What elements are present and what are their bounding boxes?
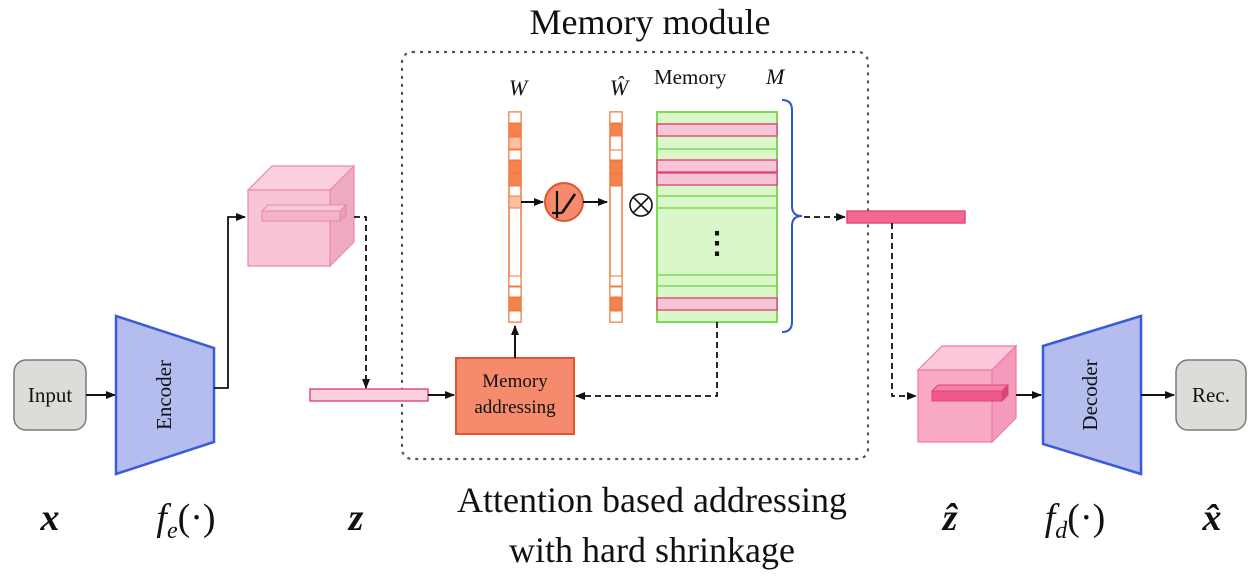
- encoder-block: [114, 314, 216, 476]
- memory-ellipsis: ⋮: [702, 227, 732, 260]
- dashed-arrow-memory-addressing: [575, 322, 718, 400]
- math-x-hat: x̂: [1202, 497, 1222, 539]
- dashed-arrow-zhat-cube: [891, 223, 917, 400]
- latent-cube-z-hat: [916, 344, 1018, 444]
- math-f-d-args: (·): [1067, 497, 1105, 539]
- memory-label-word: Memory: [654, 65, 727, 89]
- math-f-e-args: (·): [178, 497, 216, 539]
- math-z: z: [347, 497, 364, 539]
- latent-cube-z: [246, 164, 356, 268]
- memory-addressing-line2: addressing: [474, 397, 556, 418]
- dashed-arrow-cube-z: [354, 216, 370, 389]
- input-label: Input: [28, 383, 72, 407]
- memory-label-symbol: M: [765, 64, 786, 89]
- w-label: W: [509, 75, 529, 100]
- multiply-operator: [629, 193, 653, 217]
- output-label: Rec.: [1192, 383, 1230, 407]
- decoder-label: Decoder: [1078, 359, 1102, 430]
- caption-line2: with hard shrinkage: [509, 530, 795, 570]
- math-f-e: fe(·): [156, 497, 215, 544]
- z-hat-vector: [846, 210, 966, 224]
- memory-matrix: [656, 111, 778, 323]
- math-z-hat: ẑ: [941, 497, 959, 539]
- w-column: [508, 111, 522, 323]
- w-hat-column: [609, 111, 623, 323]
- w-hat-label: Ŵ: [610, 75, 630, 100]
- math-f-e-sub: e: [167, 518, 178, 544]
- math-f-d: fd(·): [1045, 497, 1106, 544]
- arrow-encoder-cube: [214, 213, 246, 389]
- memory-addressing-line1: Memory: [482, 371, 548, 392]
- math-f-d-sub: d: [1055, 518, 1068, 544]
- memory-brace: [781, 99, 803, 333]
- math-x: x: [40, 497, 60, 539]
- z-vector: [309, 388, 429, 402]
- memory-addressing-block: [455, 357, 575, 435]
- encoder-label: Encoder: [152, 360, 176, 430]
- caption-line1: Attention based addressing: [457, 480, 847, 520]
- decoder-block: [1041, 314, 1143, 476]
- memory-module-title: Memory module: [530, 2, 771, 42]
- hard-shrinkage-operator: [544, 182, 584, 222]
- output-box: [1175, 359, 1247, 431]
